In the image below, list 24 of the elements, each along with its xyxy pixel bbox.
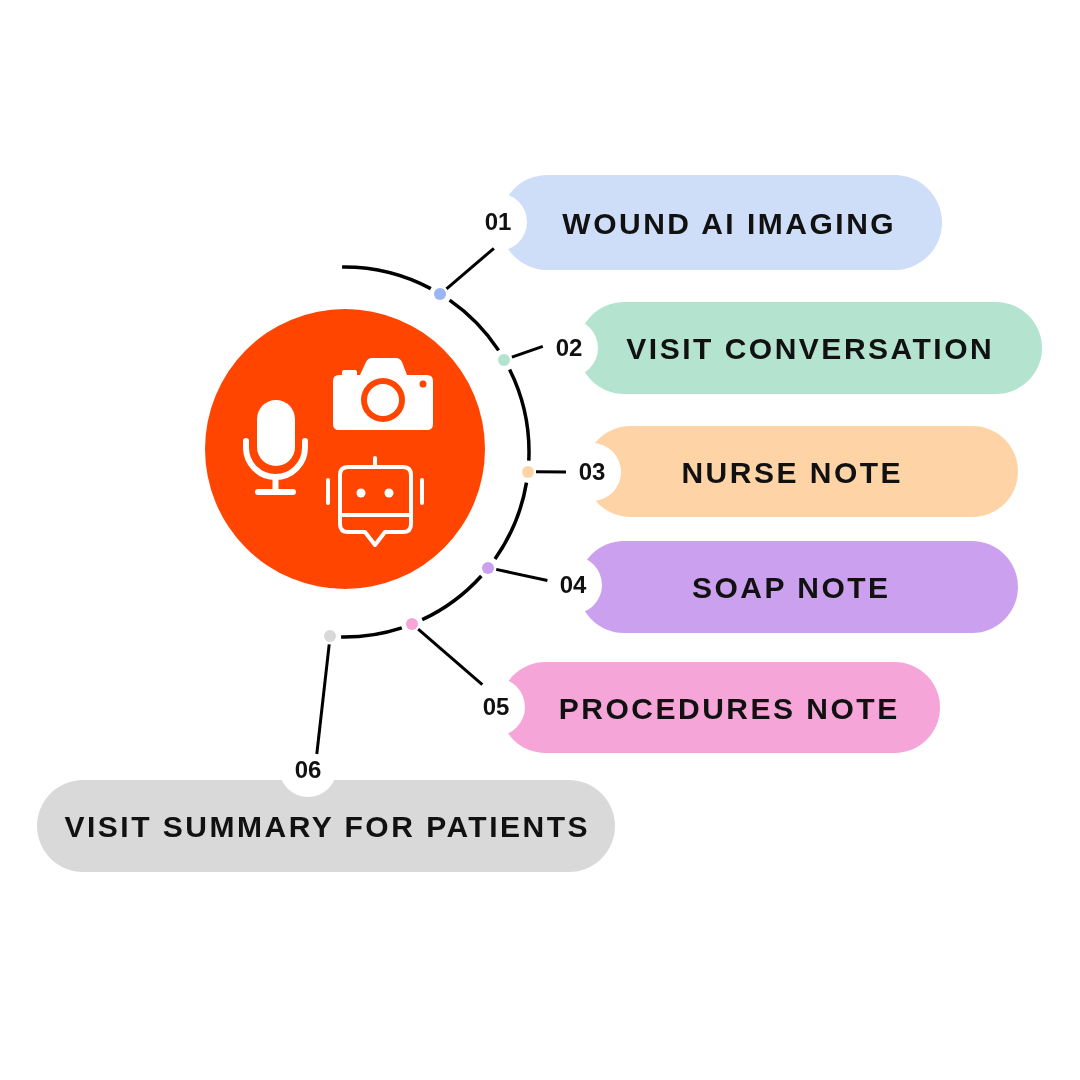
connector-dot	[324, 630, 337, 643]
leader-line	[315, 644, 331, 755]
connector-dot	[406, 618, 419, 630]
connector-dot	[482, 561, 495, 574]
step-number: 05	[482, 695, 510, 719]
connector-dot	[498, 353, 511, 366]
step-label: NURSE NOTE	[680, 455, 904, 488]
step-number: 01	[484, 210, 512, 234]
step-label: VISIT SUMMARY FOR PATIENTS	[63, 809, 591, 843]
step-number: 04	[559, 573, 587, 597]
step-number: 03	[578, 460, 606, 484]
step-label: VISIT CONVERSATION	[625, 331, 995, 365]
leader-line	[535, 470, 567, 474]
step-label: WOUND AI IMAGING	[561, 206, 897, 239]
leader-line	[511, 345, 544, 359]
leader-line	[445, 247, 495, 291]
connector-dot	[521, 465, 534, 478]
step-number: 02	[555, 336, 583, 360]
step-label: SOAP NOTE	[690, 570, 891, 604]
step-number: 06	[294, 758, 322, 782]
leader-line	[495, 567, 548, 582]
leader-line	[417, 628, 484, 686]
connector-dot	[434, 288, 447, 301]
step-label: PROCEDURES NOTE	[557, 691, 900, 724]
